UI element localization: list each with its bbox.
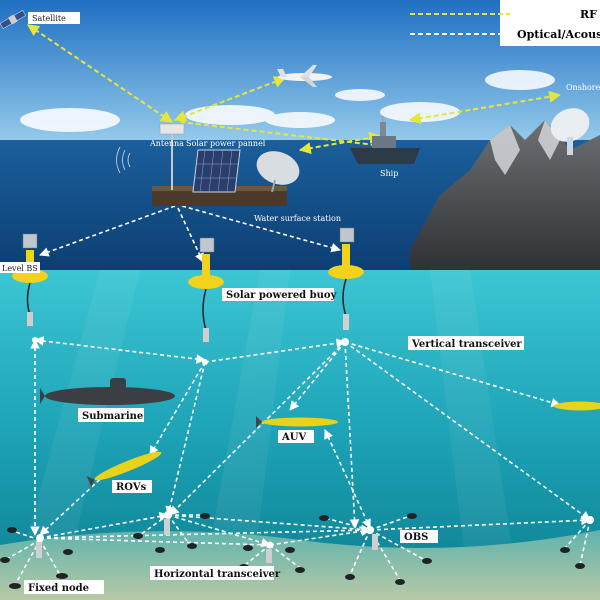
satellite-icon: [0, 10, 26, 29]
submarine-label: Submarine: [82, 411, 143, 422]
solar-buoy-label-bg: [222, 288, 334, 301]
submarine-label-bg: [78, 408, 144, 422]
horizontal-transceiver-label: Horizontal transceiver: [154, 569, 281, 580]
legend-background: [500, 0, 600, 46]
ship-label: Ship: [380, 169, 398, 178]
mountain: [410, 120, 600, 272]
solar-buoy-label: Solar powered buoy: [226, 290, 338, 301]
transceiver-hubs: [32, 337, 594, 549]
vertical-transceiver-label: Vertical transceiver: [411, 339, 522, 350]
solar-panel-label: Solar power pannel: [186, 139, 266, 148]
auv-label-bg: [278, 430, 314, 443]
legend-optical-label: Optical/Acoustic: [517, 28, 600, 41]
fixed-node-label: Fixed node: [28, 583, 89, 594]
fixed-node-label-bg: [24, 580, 104, 594]
rov-icon: [86, 451, 162, 488]
onshore-label: Onshore: [566, 83, 600, 92]
seafloor-nodes: [0, 513, 585, 589]
level-bs-label: Level BS: [2, 264, 38, 273]
vertical-transceiver-label-bg: [408, 336, 524, 350]
node-poles: [36, 519, 378, 563]
mountain-snow: [490, 120, 560, 175]
water-surface-station: [116, 123, 300, 206]
auv-label: AUV: [281, 432, 306, 443]
horizontal-transceiver-label-bg: [150, 566, 274, 580]
airplane-icon: [277, 65, 332, 87]
buoy-right: [328, 227, 364, 330]
antenna-label: Antenna: [149, 139, 184, 148]
ship-icon: [350, 116, 420, 164]
water-station-label: Water surface station: [254, 214, 341, 223]
legend: RF Optical/Acoustic: [410, 0, 600, 46]
satellite-label-bg: [28, 12, 80, 24]
legend-rf-label: RF: [580, 8, 597, 21]
onshore-dish-icon: [550, 108, 590, 155]
rovs-label-bg: [112, 480, 152, 493]
auv-icon: [256, 416, 338, 428]
rf-links: [27, 24, 562, 155]
obs-label-bg: [400, 530, 438, 543]
rovs-label: ROVs: [116, 482, 147, 493]
buoy-middle: [188, 237, 224, 342]
seafloor: [0, 530, 600, 600]
submarine-icon: [40, 378, 175, 405]
acoustic-links: [4, 205, 591, 586]
satellite-label: Satellite: [32, 14, 66, 23]
obs-label: OBS: [404, 532, 428, 543]
vehicle-right-icon: [554, 401, 600, 411]
level-bs-label-bg: [0, 262, 40, 273]
